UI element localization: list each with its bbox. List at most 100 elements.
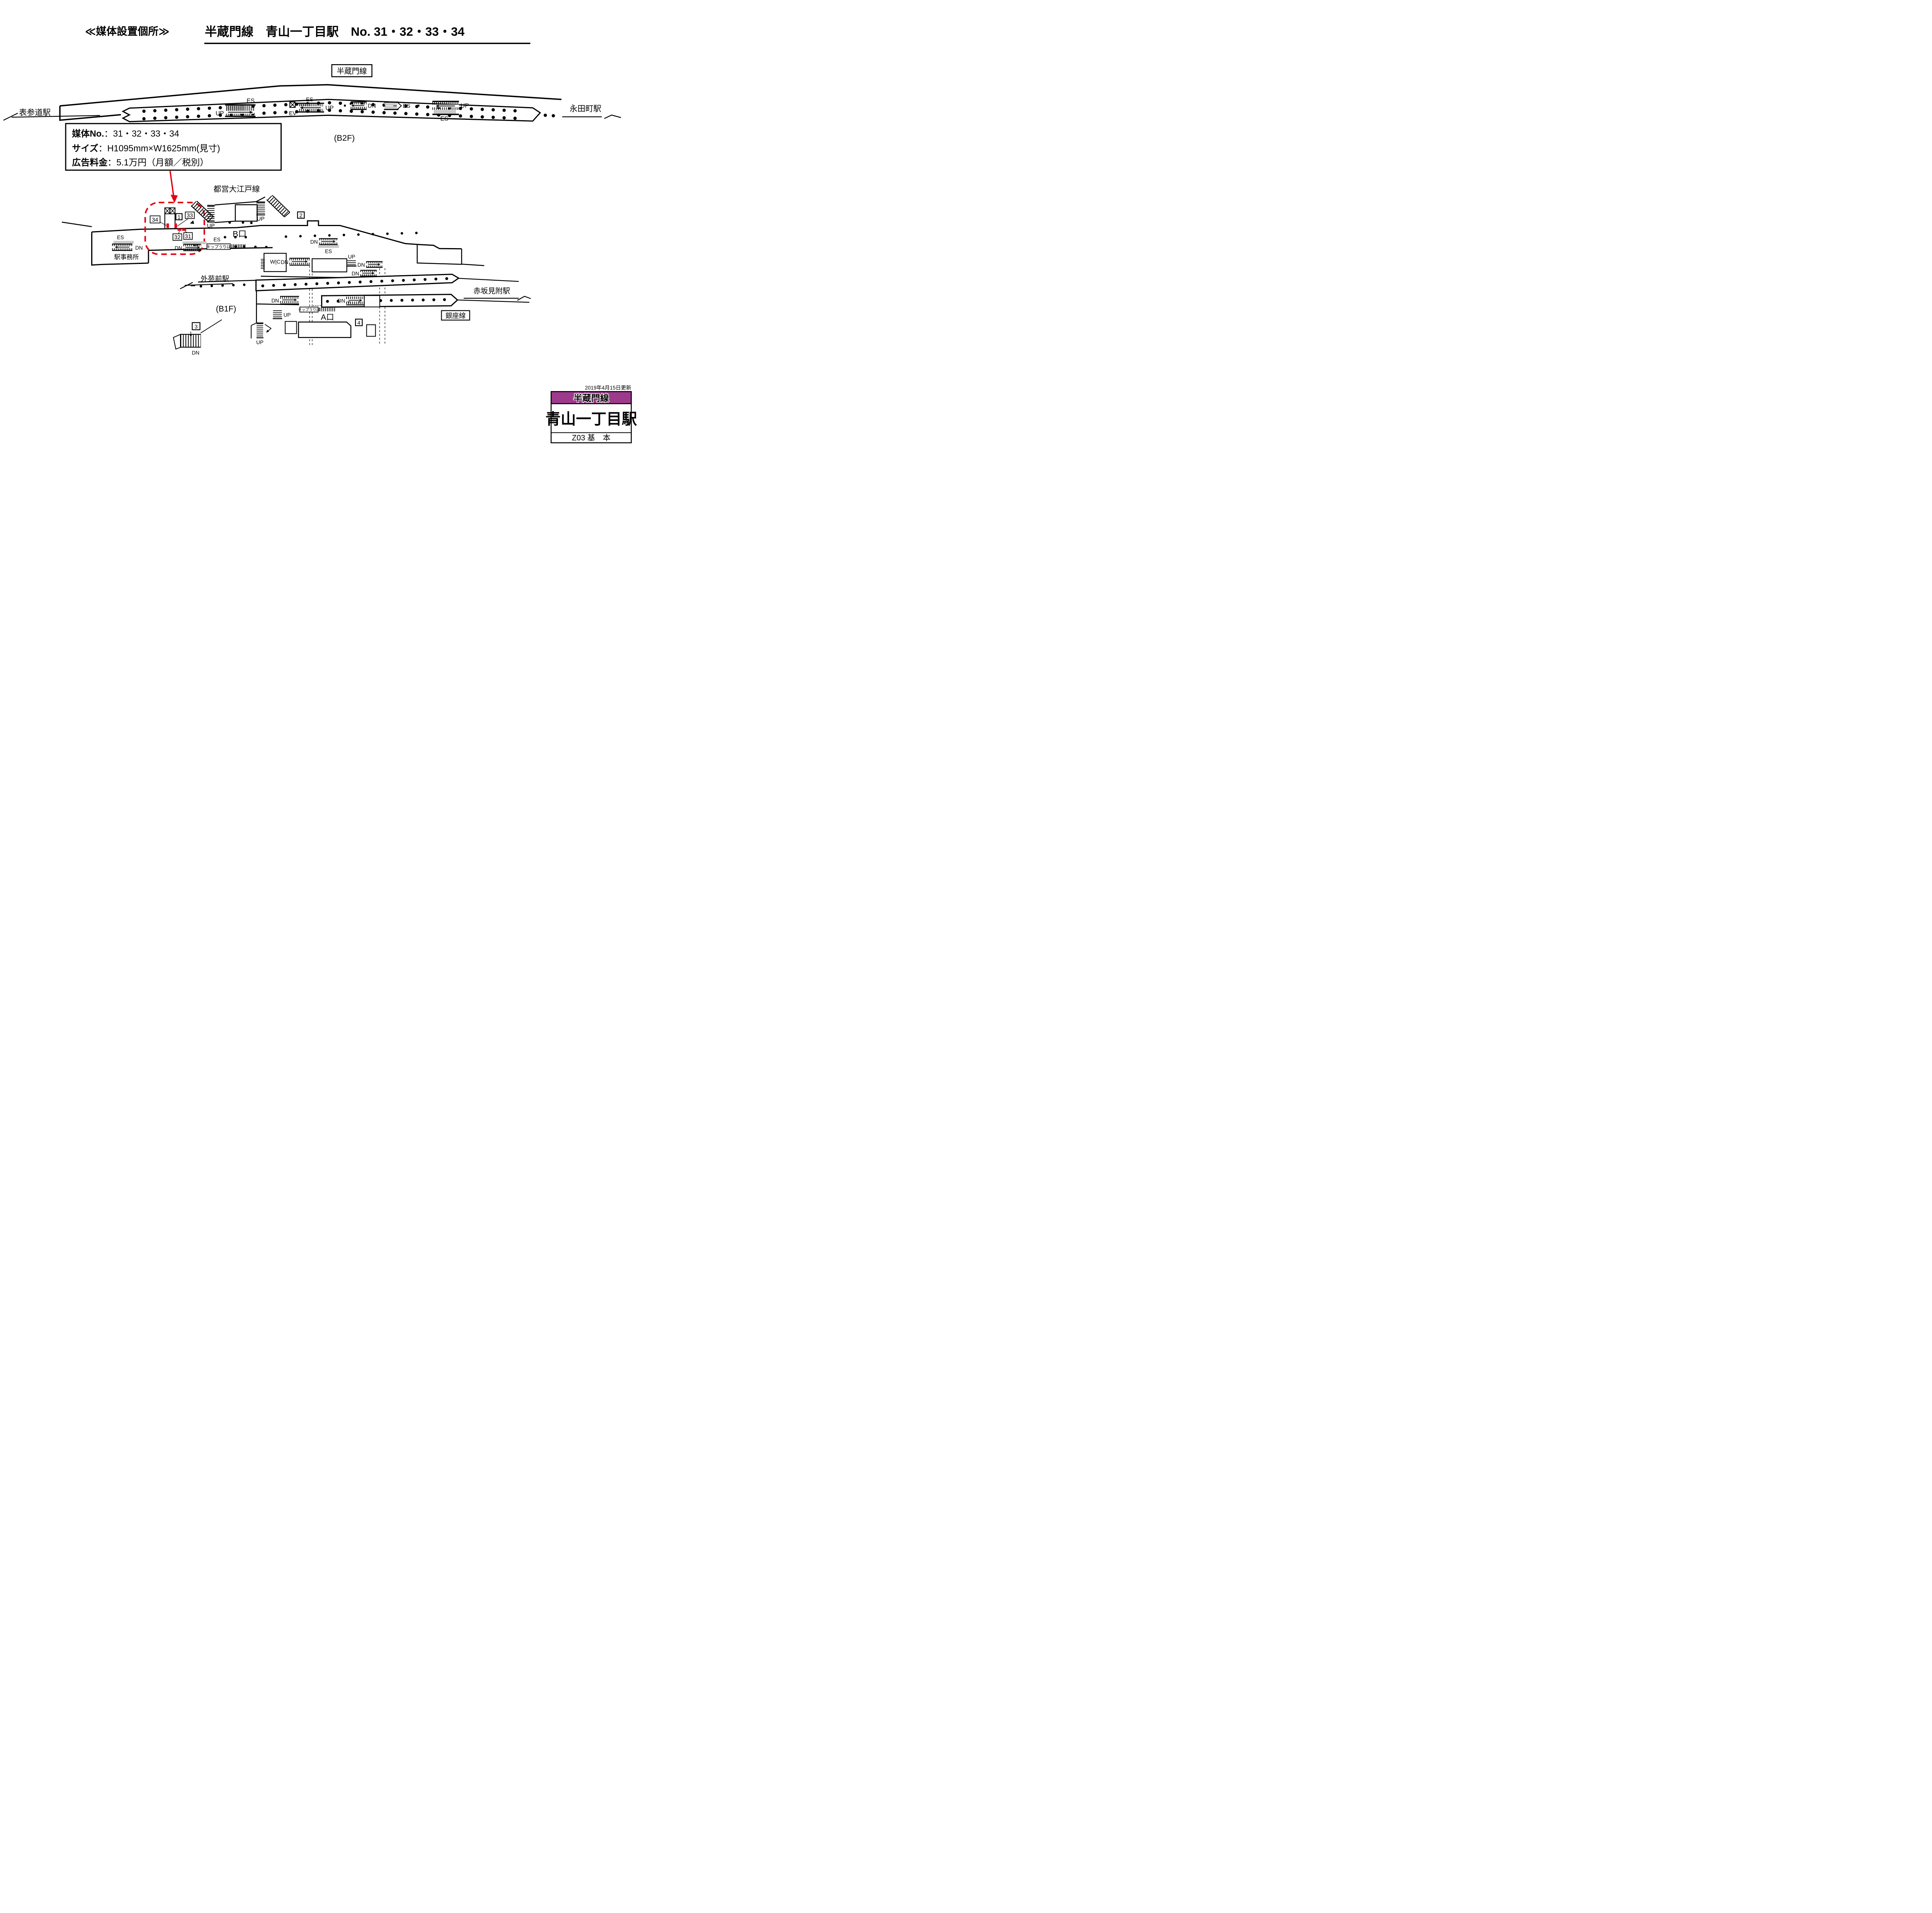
concourse-columns (224, 221, 425, 248)
exit-no-1: 1 (177, 214, 180, 220)
es-label: ES (214, 237, 221, 242)
wc-label: W|C (270, 259, 281, 265)
wc-block: W|C (261, 253, 287, 272)
legend-line-name: 半蔵門線 (573, 393, 609, 403)
wall-left (61, 221, 92, 227)
es-label: ES (117, 235, 124, 240)
tunnel-left-line (59, 106, 121, 121)
dn-label: DN (338, 298, 345, 304)
shaft-structure (164, 207, 176, 228)
a-area-room (285, 321, 297, 334)
a-area-up-small-stair: UP (273, 310, 291, 319)
legend-station-name: 青山一丁目駅 (546, 411, 638, 428)
es-label: ES (440, 116, 449, 122)
legend-box: 2019年4月15日更新 半蔵門線 青山一丁目駅 Z03 基 本 (546, 385, 638, 443)
media-highlight-box (144, 202, 205, 255)
station-akasakamitsuke: 赤坂見附駅 (464, 287, 531, 301)
exit-a-label: A口 (321, 313, 334, 322)
track-line-left (198, 280, 256, 283)
up-label: UP (256, 339, 264, 345)
b2f-elevator-icon: EV (289, 102, 297, 117)
level-guide-dashes (309, 266, 385, 347)
dn-label: DN (192, 350, 200, 356)
dn-label: DN (175, 245, 182, 251)
station-gaienmae-label: 外苑前駅 (201, 275, 229, 283)
media-no-33: 33 (187, 213, 193, 219)
platform-columns-row1 (142, 101, 522, 113)
concourse-upper-edge (92, 220, 462, 250)
dn-label: DN (368, 103, 376, 109)
b2f-escalator-up-right: UP ES (432, 100, 469, 122)
b2f-floor-label: (B2F) (334, 133, 355, 143)
media-mark-31 (182, 228, 186, 231)
up-label: UP (325, 105, 334, 111)
station-diagram: ≪媒体設置個所≫ 半蔵門線 青山一丁目駅 No. 31・32・33・34 半蔵門… (3, 24, 638, 443)
up-label: UP (207, 223, 215, 229)
hall-dn-stair-b: DN (357, 261, 383, 268)
ticket-window-label: キップうりば (298, 308, 320, 312)
exit-2-box (297, 211, 305, 219)
ginza-platform-upper (255, 274, 460, 291)
b2f-escalator-up-mid: ES UP (298, 96, 334, 113)
ev-label: EV (289, 111, 297, 117)
up-label: UP (216, 110, 224, 117)
b1f-section: 都営大江戸線 駅事務所 ES DN (61, 185, 485, 347)
a-area-dn-stair: DN (272, 296, 299, 305)
pointer-arrow-line (169, 171, 174, 196)
up-label: UP (348, 254, 355, 260)
oedo-stairs: UP UP (207, 195, 290, 229)
b1f-floor-label: (B1F) (216, 305, 236, 313)
up-label: UP (257, 216, 265, 222)
oedo-line-label: 都営大江戸線 (214, 185, 260, 194)
hanzomon-line-label: 半蔵門線 (337, 67, 367, 75)
dn-label: DN (281, 259, 289, 265)
exit-no-2: 2 (299, 212, 303, 218)
pointer-arrow-head (170, 194, 178, 203)
column-bar (190, 284, 195, 286)
b2f-escalator-up-left: UP ES (216, 98, 256, 117)
es-label: ES (247, 98, 255, 104)
a-exit-footprint (298, 322, 352, 338)
b2f-escalator-es: ES (384, 101, 410, 110)
platform-columns-row2 (142, 108, 522, 121)
media-mark-33 (174, 223, 177, 228)
hall-room (311, 258, 347, 272)
hall-dn-stair-c: DN (352, 270, 377, 277)
media-number-boxes: 34 1 33 32 31 (150, 211, 195, 241)
station-omotesando-label: 表参道駅 (19, 108, 51, 117)
up-label: UP (461, 102, 469, 109)
up-label: UP (284, 312, 291, 318)
exit-3-group: 3 DN (173, 319, 222, 356)
station-office-label: 駅事務所 (114, 254, 139, 260)
dot (551, 114, 555, 117)
dn-label: DN (310, 239, 318, 245)
es-label: ES (403, 103, 410, 109)
station-akasakamitsuke-label: 赤坂見附駅 (473, 287, 510, 295)
info-row-price: 広告料金：5.1万円（月額／税別） (72, 157, 209, 167)
exit-no-3: 3 (195, 323, 198, 330)
exit-no-4: 4 (357, 320, 361, 326)
title-main: 半蔵門線 青山一丁目駅 No. 31・32・33・34 (205, 24, 465, 38)
info-row-size: サイズ：H1095mm×W1625mm(見寸) (72, 143, 220, 153)
tunnel-top-line (60, 84, 562, 107)
exit-4-box (355, 318, 363, 326)
media-no-31: 31 (185, 233, 191, 240)
a-exit-area: DN キップうりば UP UP A口 4 3 (173, 291, 376, 356)
info-row-no: 媒体No.：31・32・33・34 (72, 128, 179, 138)
title-prefix: ≪媒体設置個所≫ (85, 25, 170, 37)
b2f-stair-dn: DN (350, 101, 376, 110)
legend-code: Z03 基 本 (572, 433, 611, 442)
track-line-right1 (459, 278, 519, 282)
media-mark-34 (166, 223, 169, 228)
column-square (417, 104, 420, 107)
station-omotesando: 表参道駅 (3, 108, 100, 121)
media-info-box: 媒体No.：31・32・33・34 サイズ：H1095mm×W1625mm(見寸… (65, 123, 282, 203)
dot (544, 114, 547, 117)
media-mark-32 (177, 228, 182, 231)
media-location-sheet: ≪媒体設置個所≫ 半蔵門線 青山一丁目駅 No. 31・32・33・34 半蔵門… (0, 0, 638, 478)
dn-label: DN (357, 262, 365, 268)
dn-label: DN (135, 245, 143, 251)
hall-top-dn-stair: DN ES (310, 238, 339, 254)
a-exit-stair: UP (251, 322, 272, 345)
ginza-section: DN 赤坂見附駅 銀座線 (190, 274, 531, 321)
